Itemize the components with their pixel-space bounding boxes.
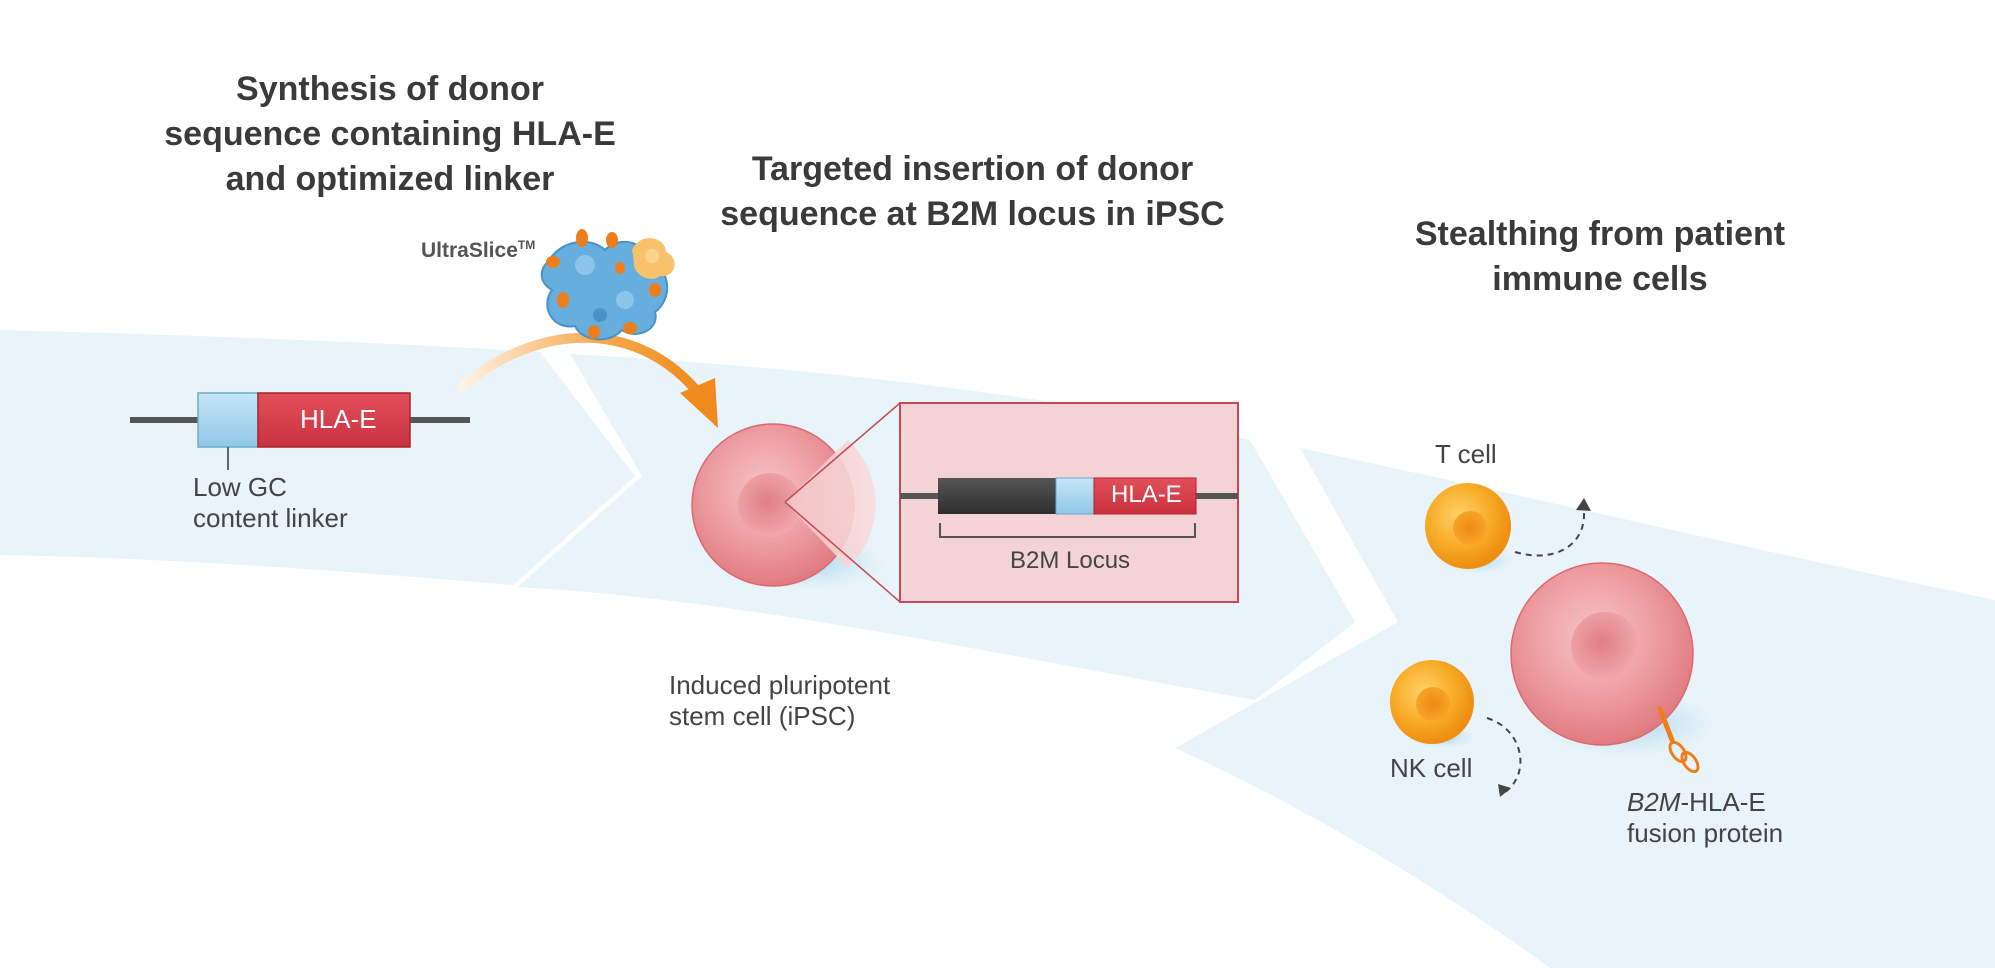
fusion-label-rest: -HLA-E xyxy=(1680,787,1766,817)
ultraslice-enzyme-icon xyxy=(540,229,675,341)
ultraslice-trademark: TM xyxy=(517,238,536,252)
ipsc-label-line2: stem cell (iPSC) xyxy=(669,701,856,731)
b2m-inset xyxy=(899,402,1239,603)
ipsc-label-line1: Induced pluripotent xyxy=(669,670,891,700)
b2m-linker-segment xyxy=(1055,477,1095,515)
donor-construct xyxy=(130,392,470,470)
ipsc-cell xyxy=(691,402,901,603)
step1-title-line1: Synthesis of donor xyxy=(236,70,544,108)
step1-title-line3: and optimized linker xyxy=(225,160,555,198)
step3-title: Stealthing from patient immune cells xyxy=(1370,212,1830,302)
step1-title-line2: sequence containing HLA-E xyxy=(164,115,616,153)
fusion-protein-icon xyxy=(1657,706,1700,774)
step3-title-line1: Stealthing from patient xyxy=(1414,215,1786,253)
t-cell-deflect-arrow xyxy=(1514,504,1585,557)
inset-hla-e-label: HLA-E xyxy=(1111,481,1182,508)
nk-cell-deflect-arrow xyxy=(1486,717,1522,793)
ipsc-cutout xyxy=(785,440,876,568)
fusion-label-italic: B2M xyxy=(1627,787,1681,817)
linker-segment xyxy=(197,392,259,448)
t-cell-label: T cell xyxy=(1435,439,1497,469)
donor-hla-e-label: HLA-E xyxy=(300,404,377,434)
b2m-grey-segment xyxy=(938,478,1056,514)
step3-title-line2: immune cells xyxy=(1492,260,1708,298)
step2-title-line1: Targeted insertion of donor xyxy=(751,150,1194,188)
step2-title: Targeted insertion of donor sequence at … xyxy=(720,147,1225,237)
fusion-label-line2: fusion protein xyxy=(1627,818,1784,848)
band-segment-1 xyxy=(0,330,635,585)
hla-e-segment xyxy=(257,392,411,448)
nk-cell xyxy=(1390,660,1522,797)
b2m-locus-bracket xyxy=(939,523,1196,538)
step1-title: Synthesis of donor sequence containing H… xyxy=(140,67,640,202)
nk-cell-label: NK cell xyxy=(1390,753,1473,783)
ipsc-nucleus xyxy=(738,473,802,537)
linker-label: Low GC content linker xyxy=(193,472,348,534)
stealthed-cell xyxy=(1510,562,1720,774)
t-cell xyxy=(1425,483,1591,574)
ultraslice-name: UltraSlice xyxy=(421,239,518,262)
fusion-protein-label: B2M-HLA-E fusion protein xyxy=(1627,787,1783,849)
linker-label-line1: Low GC xyxy=(193,472,287,502)
step2-title-line2: sequence at B2M locus in iPSC xyxy=(720,195,1225,233)
stealthed-cell-nucleus xyxy=(1571,612,1639,680)
ipsc-label: Induced pluripotent stem cell (iPSC) xyxy=(669,670,890,732)
ultraslice-label: UltraSliceTM xyxy=(421,238,535,263)
b2m-hla-e-segment xyxy=(1093,477,1197,515)
b2m-locus-label: B2M Locus xyxy=(1010,547,1131,574)
linker-label-line2: content linker xyxy=(193,503,348,533)
